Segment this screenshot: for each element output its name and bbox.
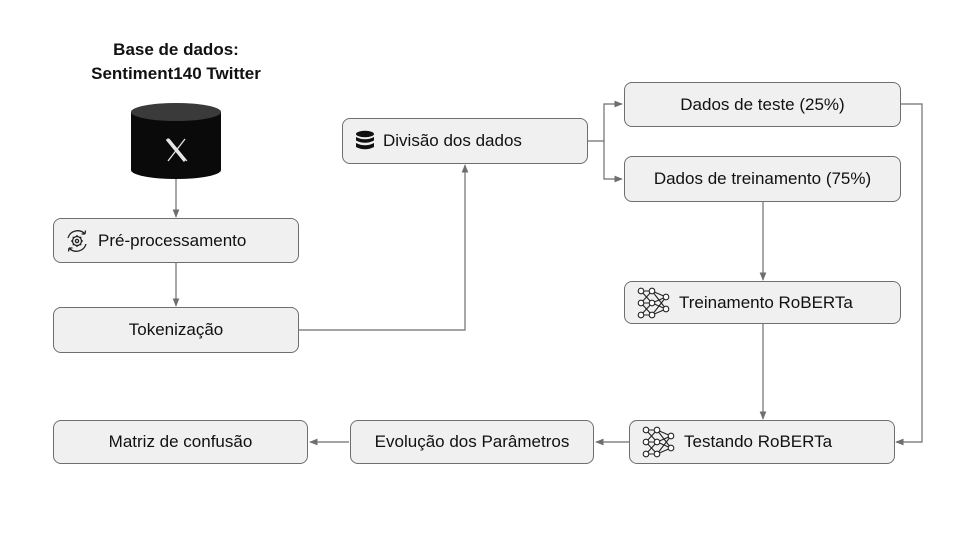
node-evolution-label: Evolução dos Parâmetros (374, 432, 570, 451)
node-tokenization-label: Tokenização (128, 320, 224, 339)
diagram-title: Base de dados: Sentiment140 Twitter (60, 38, 292, 86)
node-train-data-label: Dados de treinamento (75%) (653, 169, 872, 188)
node-preprocessing-label: Pré-processamento (98, 230, 247, 250)
node-confusion-label: Matriz de confusão (108, 432, 253, 451)
node-evolution: Evolução dos Parâmetros (350, 420, 594, 464)
node-split: Divisão dos dados (342, 118, 588, 164)
node-train-data: Dados de treinamento (75%) (624, 156, 901, 202)
node-training-label: Treinamento RoBERTa (679, 292, 853, 312)
node-confusion: Matriz de confusão (53, 420, 308, 464)
arrow-split-to-test-data (588, 100, 623, 142)
neural-network-icon (642, 425, 676, 459)
node-testing-label: Testando RoBERTa (684, 432, 833, 451)
database-icon (355, 130, 375, 152)
x-logo-icon (165, 138, 188, 162)
node-split-label: Divisão dos dados (383, 131, 522, 150)
title-line-1: Base de dados: (113, 40, 239, 59)
neural-network-icon (637, 286, 671, 320)
node-training: Treinamento RoBERTa (624, 281, 901, 324)
arrow-tokenization-to-split (298, 164, 469, 331)
node-preprocessing: Pré-processamento (53, 218, 299, 263)
gear-refresh-icon (64, 228, 90, 254)
database-cylinder (131, 103, 221, 179)
arrow-split-to-train-data (603, 141, 623, 183)
title-line-2: Sentiment140 Twitter (91, 64, 261, 83)
node-test-data: Dados de teste (25%) (624, 82, 901, 127)
node-testing: Testando RoBERTa (629, 420, 895, 464)
node-tokenization: Tokenização (53, 307, 299, 353)
node-test-data-label: Dados de teste (25%) (680, 94, 845, 114)
arrow-test-data-to-testing (895, 103, 923, 446)
